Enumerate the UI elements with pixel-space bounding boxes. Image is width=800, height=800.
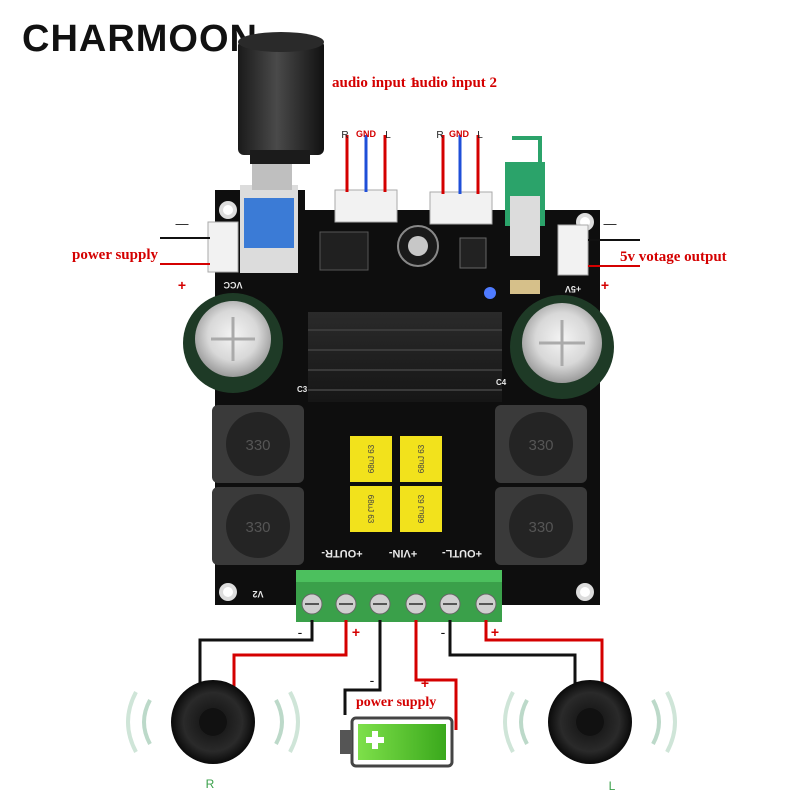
- svg-text:+: +: [178, 277, 186, 293]
- svg-text:+: +: [352, 624, 360, 640]
- speaker-left-wires: [448, 620, 604, 700]
- audio-input-2-label: audio input 2: [412, 75, 497, 91]
- battery-icon: [340, 716, 454, 768]
- power-supply-label-bottom: power supply: [356, 695, 436, 710]
- silk-outr: +OUTR-: [321, 547, 363, 559]
- inductor-value-label: 330: [528, 437, 553, 454]
- screw-terminal-block: [296, 570, 502, 622]
- svg-text:GND: GND: [449, 129, 470, 139]
- supply-wires: [343, 620, 458, 730]
- input1-wires: [345, 135, 387, 192]
- film-capacitors: 68uJ 63 68uJ 63 68uJ 63 68uJ 63: [350, 436, 442, 532]
- voltage-output-label: 5v votage output: [620, 249, 727, 265]
- silk-c4: C4: [496, 378, 507, 387]
- input2-pin-labels: R GND L: [436, 129, 483, 141]
- svg-text:+: +: [421, 675, 429, 691]
- film-cap-code: 68uJ 63: [417, 444, 426, 473]
- capacitor-right: [510, 295, 614, 399]
- output-aux-cable: [512, 136, 542, 170]
- audio-input-connectors: [207, 189, 589, 276]
- speaker-right-wires: [198, 620, 348, 700]
- svg-text:R: R: [436, 130, 443, 141]
- svg-text:R: R: [341, 130, 348, 141]
- heatsink: [308, 312, 502, 402]
- silk-vin: +VIN-: [388, 547, 417, 559]
- inductor-tr: 330: [495, 405, 587, 483]
- svg-text:L: L: [385, 130, 391, 141]
- silk-outl: +OUTL-: [442, 547, 482, 559]
- input1-pin-labels: R GND L: [341, 129, 391, 141]
- svg-text:GND: GND: [356, 129, 377, 139]
- voltage-output-wires: [588, 239, 640, 267]
- silk-vcc: VCC: [223, 280, 243, 290]
- svg-text:—: —: [176, 216, 189, 231]
- svg-text:+: +: [491, 624, 499, 640]
- speaker-left-label: L: [609, 779, 616, 793]
- film-cap-code: 68uJ 63: [366, 495, 375, 524]
- volume-knob: [238, 32, 324, 273]
- svg-text:+: +: [601, 277, 609, 293]
- brand-logo: CHARMOON: [22, 18, 258, 60]
- inductor-value-label: 330: [245, 437, 270, 454]
- silk-c3: C3: [297, 385, 308, 394]
- polarity-marks: — + — + - + - + - +: [176, 216, 617, 691]
- silk-5v: +5V: [565, 284, 581, 294]
- silkscreen: +OUTR- +VIN- +OUTL- VCC +5V V2 C3 C4: [223, 280, 581, 599]
- svg-text:-: -: [441, 624, 446, 640]
- input2-wires: [441, 135, 480, 194]
- power-supply-label-left: power supply: [72, 247, 159, 263]
- power-supply-left-wires: [160, 237, 210, 265]
- silk-v2: V2: [252, 589, 263, 599]
- audio-input-1-label: audio input 1: [332, 75, 417, 91]
- speaker-left: [503, 680, 677, 764]
- inductor-tl: 330: [212, 405, 304, 483]
- speaker-right-label: R: [206, 777, 215, 791]
- speaker-right: [126, 680, 300, 764]
- film-cap-code: 68uJ 63: [367, 444, 376, 473]
- board-components: [319, 162, 545, 299]
- svg-text:L: L: [477, 130, 483, 141]
- capacitor-left: [183, 293, 283, 393]
- inductor-value-label: 330: [528, 519, 553, 536]
- inductor-br: 330: [495, 487, 587, 565]
- svg-text:—: —: [604, 216, 617, 231]
- svg-text:-: -: [370, 672, 375, 688]
- inductors: 330 330 330 330: [212, 405, 587, 565]
- inductor-value-label: 330: [245, 519, 270, 536]
- svg-text:-: -: [298, 624, 303, 640]
- inductor-bl: 330: [212, 487, 304, 565]
- film-cap-code: 68uJ 63: [417, 494, 426, 523]
